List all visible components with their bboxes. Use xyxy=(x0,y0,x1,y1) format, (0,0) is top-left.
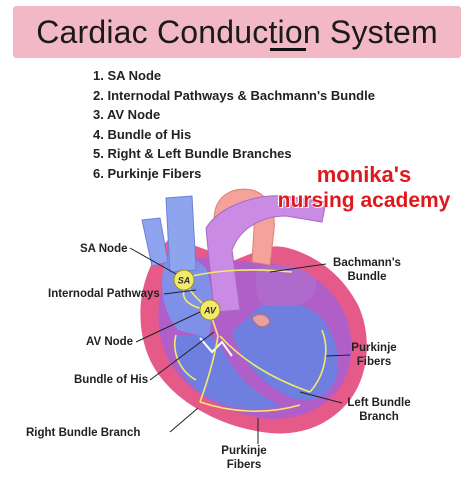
label-line: Fibers xyxy=(226,459,262,471)
av-node-mark: AV xyxy=(203,306,217,316)
bundle-of-his-leader xyxy=(149,331,215,381)
watermark-line: monika's xyxy=(316,162,412,187)
internodal-leader xyxy=(163,289,197,295)
list-item: 4. Bundle of His xyxy=(93,126,192,142)
right-bundle-branch-path xyxy=(199,335,219,403)
superior-vena-cava xyxy=(165,195,197,273)
av-node-leader xyxy=(135,311,201,343)
label-purkinje-fibers-bottom: Purkinje Fibers xyxy=(214,444,274,472)
title-banner: Cardiac Conduction System xyxy=(13,6,461,58)
right-ventricle-chamber xyxy=(175,335,280,409)
label-purkinje-fibers-right: Purkinje Fibers xyxy=(344,341,404,369)
left-bundle-branch-path xyxy=(219,335,311,393)
label-bundle-of-his: Bundle of His xyxy=(74,374,149,386)
label-bachmanns-bundle: Bachmann's Bundle xyxy=(330,256,404,284)
label-sa-node: SA Node xyxy=(80,243,128,255)
left-atrium xyxy=(255,265,317,306)
vena-cava-left-vessel xyxy=(141,217,169,267)
sa-node-marker xyxy=(173,269,195,291)
mitral-valve xyxy=(251,314,271,328)
list-item: 3. AV Node xyxy=(93,107,161,122)
page-title: Cardiac Conduction System xyxy=(36,13,438,50)
watermark: monika's nursing academy xyxy=(258,162,470,214)
label-line: Bundle xyxy=(347,271,387,283)
list-item: 5. Right & Left Bundle Branches xyxy=(93,146,292,161)
av-node-marker xyxy=(199,299,221,321)
list-item: 1. SA Node xyxy=(93,68,162,83)
label-line: Purkinje xyxy=(351,342,397,354)
label-line: Branch xyxy=(359,411,399,423)
purkinje-right-leader xyxy=(325,354,351,357)
right-bundle-leader xyxy=(169,407,199,433)
label-line: Bachmann's xyxy=(333,257,401,269)
pulmonary-artery xyxy=(205,195,327,313)
sa-node-mark: SA xyxy=(178,276,191,286)
label-left-bundle-branch: Left Bundle Branch xyxy=(340,396,418,424)
leader-lines xyxy=(129,247,351,444)
tricuspid-valve xyxy=(199,337,233,357)
label-line: Fibers xyxy=(356,356,392,368)
label-right-bundle-branch: Right Bundle Branch xyxy=(26,427,141,439)
purkinje-fibers-path xyxy=(309,329,327,393)
title-underline-mark xyxy=(270,48,306,51)
bachmanns-leader xyxy=(269,263,327,273)
left-ventricle-chamber xyxy=(232,302,338,401)
list-item: 2. Internodal Pathways & Bachmann's Bund… xyxy=(93,87,375,103)
conduction-steps-list: 1. SA Node 2. Internodal Pathways & Bach… xyxy=(93,66,375,183)
label-av-node: AV Node xyxy=(86,336,134,348)
sa-node-leader xyxy=(129,247,177,275)
purkinje-fibers-path xyxy=(199,401,301,412)
watermark-line: nursing academy xyxy=(277,189,451,212)
label-internodal-pathways: Internodal Pathways xyxy=(48,288,160,300)
list-item: 6. Purkinje Fibers xyxy=(93,165,202,181)
label-line: Purkinje xyxy=(221,445,267,457)
label-line: Left Bundle xyxy=(347,397,411,409)
left-bundle-leader xyxy=(299,391,343,404)
